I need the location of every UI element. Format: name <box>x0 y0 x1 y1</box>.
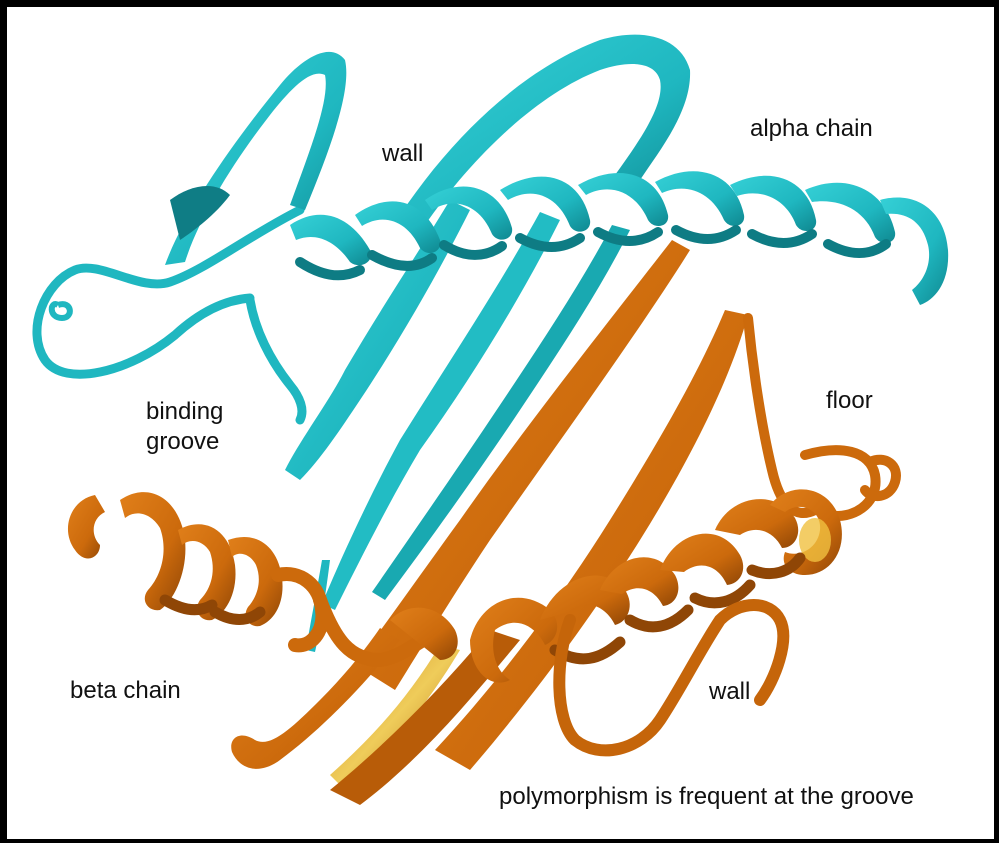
alpha-helix <box>290 171 948 305</box>
label-binding-line2: groove <box>146 427 223 457</box>
beta-loop-right <box>748 318 815 513</box>
alpha-loop-tube <box>37 210 300 374</box>
label-alpha-chain: alpha chain <box>750 114 873 144</box>
label-wall-top: wall <box>382 139 423 169</box>
label-beta-chain: beta chain <box>70 676 181 706</box>
label-polymorphism: polymorphism is frequent at the groove <box>499 782 914 812</box>
label-binding-groove: binding groove <box>146 397 223 457</box>
label-floor: floor <box>826 386 873 416</box>
label-wall-bottom: wall <box>709 677 750 707</box>
alpha-loop-left-down <box>250 300 302 420</box>
alpha-loop-tube-small <box>52 304 70 318</box>
label-binding-line1: binding <box>146 397 223 427</box>
alpha-hairpin-left-fold <box>170 186 230 240</box>
